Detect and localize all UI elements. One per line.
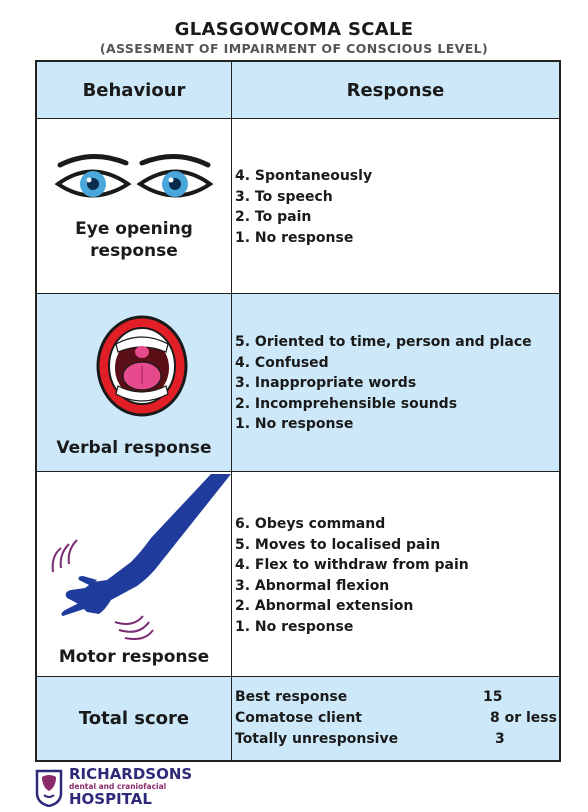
list-item: 4. Spontaneously: [235, 168, 373, 184]
page-subtitle: (ASSESMENT OF IMPAIRMENT OF CONSCIOUS LE…: [99, 41, 489, 56]
total-line-label: Comatose client: [235, 710, 362, 726]
total-line-label: Totally unresponsive: [235, 731, 399, 747]
verbal-responses: 5. Oriented to time, person and place 4.…: [235, 332, 532, 435]
list-item: 6. Obeys command: [235, 516, 386, 532]
list-item: 5. Oriented to time, person and place: [235, 334, 532, 350]
total-score-label: Total score: [78, 708, 190, 729]
page-title: GLASGOWCOMA SCALE: [174, 19, 414, 40]
list-item: 1. No response: [235, 618, 354, 635]
logo-name-line1: RICHARDSONS: [69, 765, 193, 783]
behaviour-eye-line2: response: [90, 241, 178, 261]
list-item: 1. No response: [235, 229, 354, 246]
hospital-logo-text: RICHARDSONS dental and craniofacial HOSP…: [69, 766, 192, 807]
list-item: 4. Confused: [235, 354, 329, 371]
eye-responses: 4. Spontaneously 3. To speech 2. To pain…: [235, 166, 372, 248]
behaviour-motor: Motor response: [58, 647, 210, 667]
arm-icon: [51, 474, 231, 640]
list-item: 2. To pain: [235, 209, 312, 225]
list-item: 3. Abnormal flexion: [235, 577, 390, 594]
list-item: 4. Flex to withdraw from pain: [235, 557, 469, 573]
list-item: 2. Incomprehensible sounds: [235, 395, 458, 412]
gcs-table: Behaviour Response Eye opening response …: [35, 60, 561, 762]
table-row-verbal: Verbal response 5. Oriented to time, per…: [37, 294, 559, 472]
list-item: 1. No response: [235, 416, 354, 432]
list-item: 3. To speech: [235, 188, 333, 205]
total-line-value: 8 or less: [490, 710, 557, 726]
list-item: 5. Moves to localised pain: [235, 536, 441, 553]
header-response: Response: [346, 80, 445, 101]
motor-responses: 6. Obeys command 5. Moves to localised p…: [235, 514, 469, 637]
total-line-value: 15: [483, 689, 503, 705]
total-line-value: 3: [495, 731, 505, 747]
behaviour-verbal: Verbal response: [56, 438, 212, 458]
table-row-motor: Motor response 6. Obeys command 5. Moves…: [37, 472, 559, 677]
table-row-eye: Eye opening response 4. Spontaneously 3.…: [37, 119, 559, 294]
table-row-total: Total score Best response 15 Comatose cl…: [37, 677, 559, 760]
list-item: 3. Inappropriate words: [235, 375, 417, 391]
column-divider: [231, 62, 232, 760]
mouth-icon: [96, 315, 188, 417]
list-item: 2. Abnormal extension: [235, 598, 414, 614]
hospital-logo-icon: [35, 769, 63, 807]
table-header-row: Behaviour Response: [37, 62, 559, 119]
header-behaviour: Behaviour: [82, 80, 186, 101]
behaviour-eye-line1: Eye opening: [75, 219, 193, 239]
logo-name-line2: HOSPITAL: [69, 790, 152, 808]
logo-subtitle: dental and craniofacial: [69, 782, 167, 791]
eyes-icon: [54, 153, 214, 198]
total-line-label: Best response: [235, 689, 348, 705]
